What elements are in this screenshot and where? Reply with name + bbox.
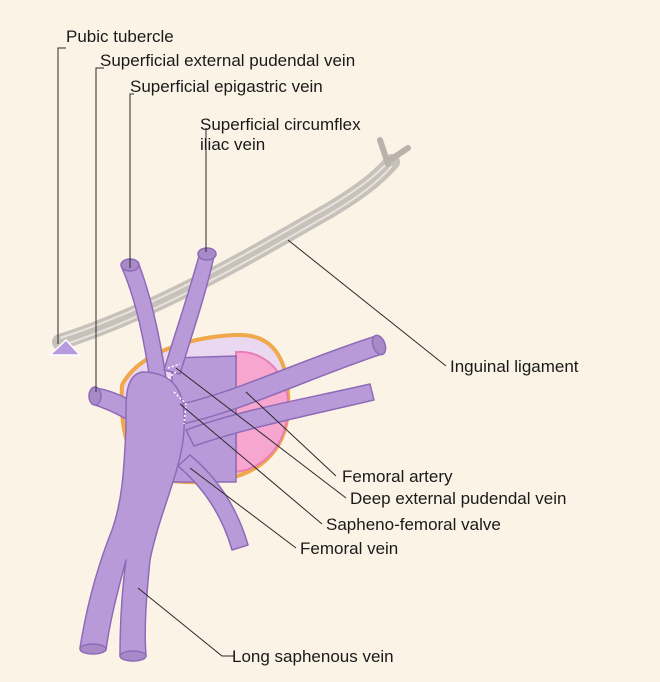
label-long-saphenous-vein: Long saphenous vein [232, 647, 394, 666]
label-sapheno-femoral-valve: Sapheno-femoral valve [326, 515, 501, 534]
leader-superficial-epigastric [130, 94, 134, 268]
label-inguinal-ligament: Inguinal ligament [450, 357, 579, 376]
label-pubic-tubercle: Pubic tubercle [66, 27, 174, 46]
label-femoral-vein: Femoral vein [300, 539, 398, 558]
label-deep-external-pudendal-vein: Deep external pudendal vein [350, 489, 566, 508]
label-superficial-epigastric-vein: Superficial epigastric vein [130, 77, 323, 96]
leader-superficial-external-pudendal [96, 68, 104, 392]
leader-pubic-tubercle [58, 48, 66, 344]
inguinal-ligament [60, 140, 408, 346]
label-superficial-external-pudendal-vein: Superficial external pudendal vein [100, 51, 355, 70]
leader-long-saphenous [138, 588, 234, 656]
label-superficial-circumflex-iliac-vein-line2: iliac vein [200, 135, 265, 154]
label-superficial-circumflex-iliac-vein-line1: Superficial circumflex [200, 115, 361, 134]
label-femoral-artery: Femoral artery [342, 467, 453, 486]
